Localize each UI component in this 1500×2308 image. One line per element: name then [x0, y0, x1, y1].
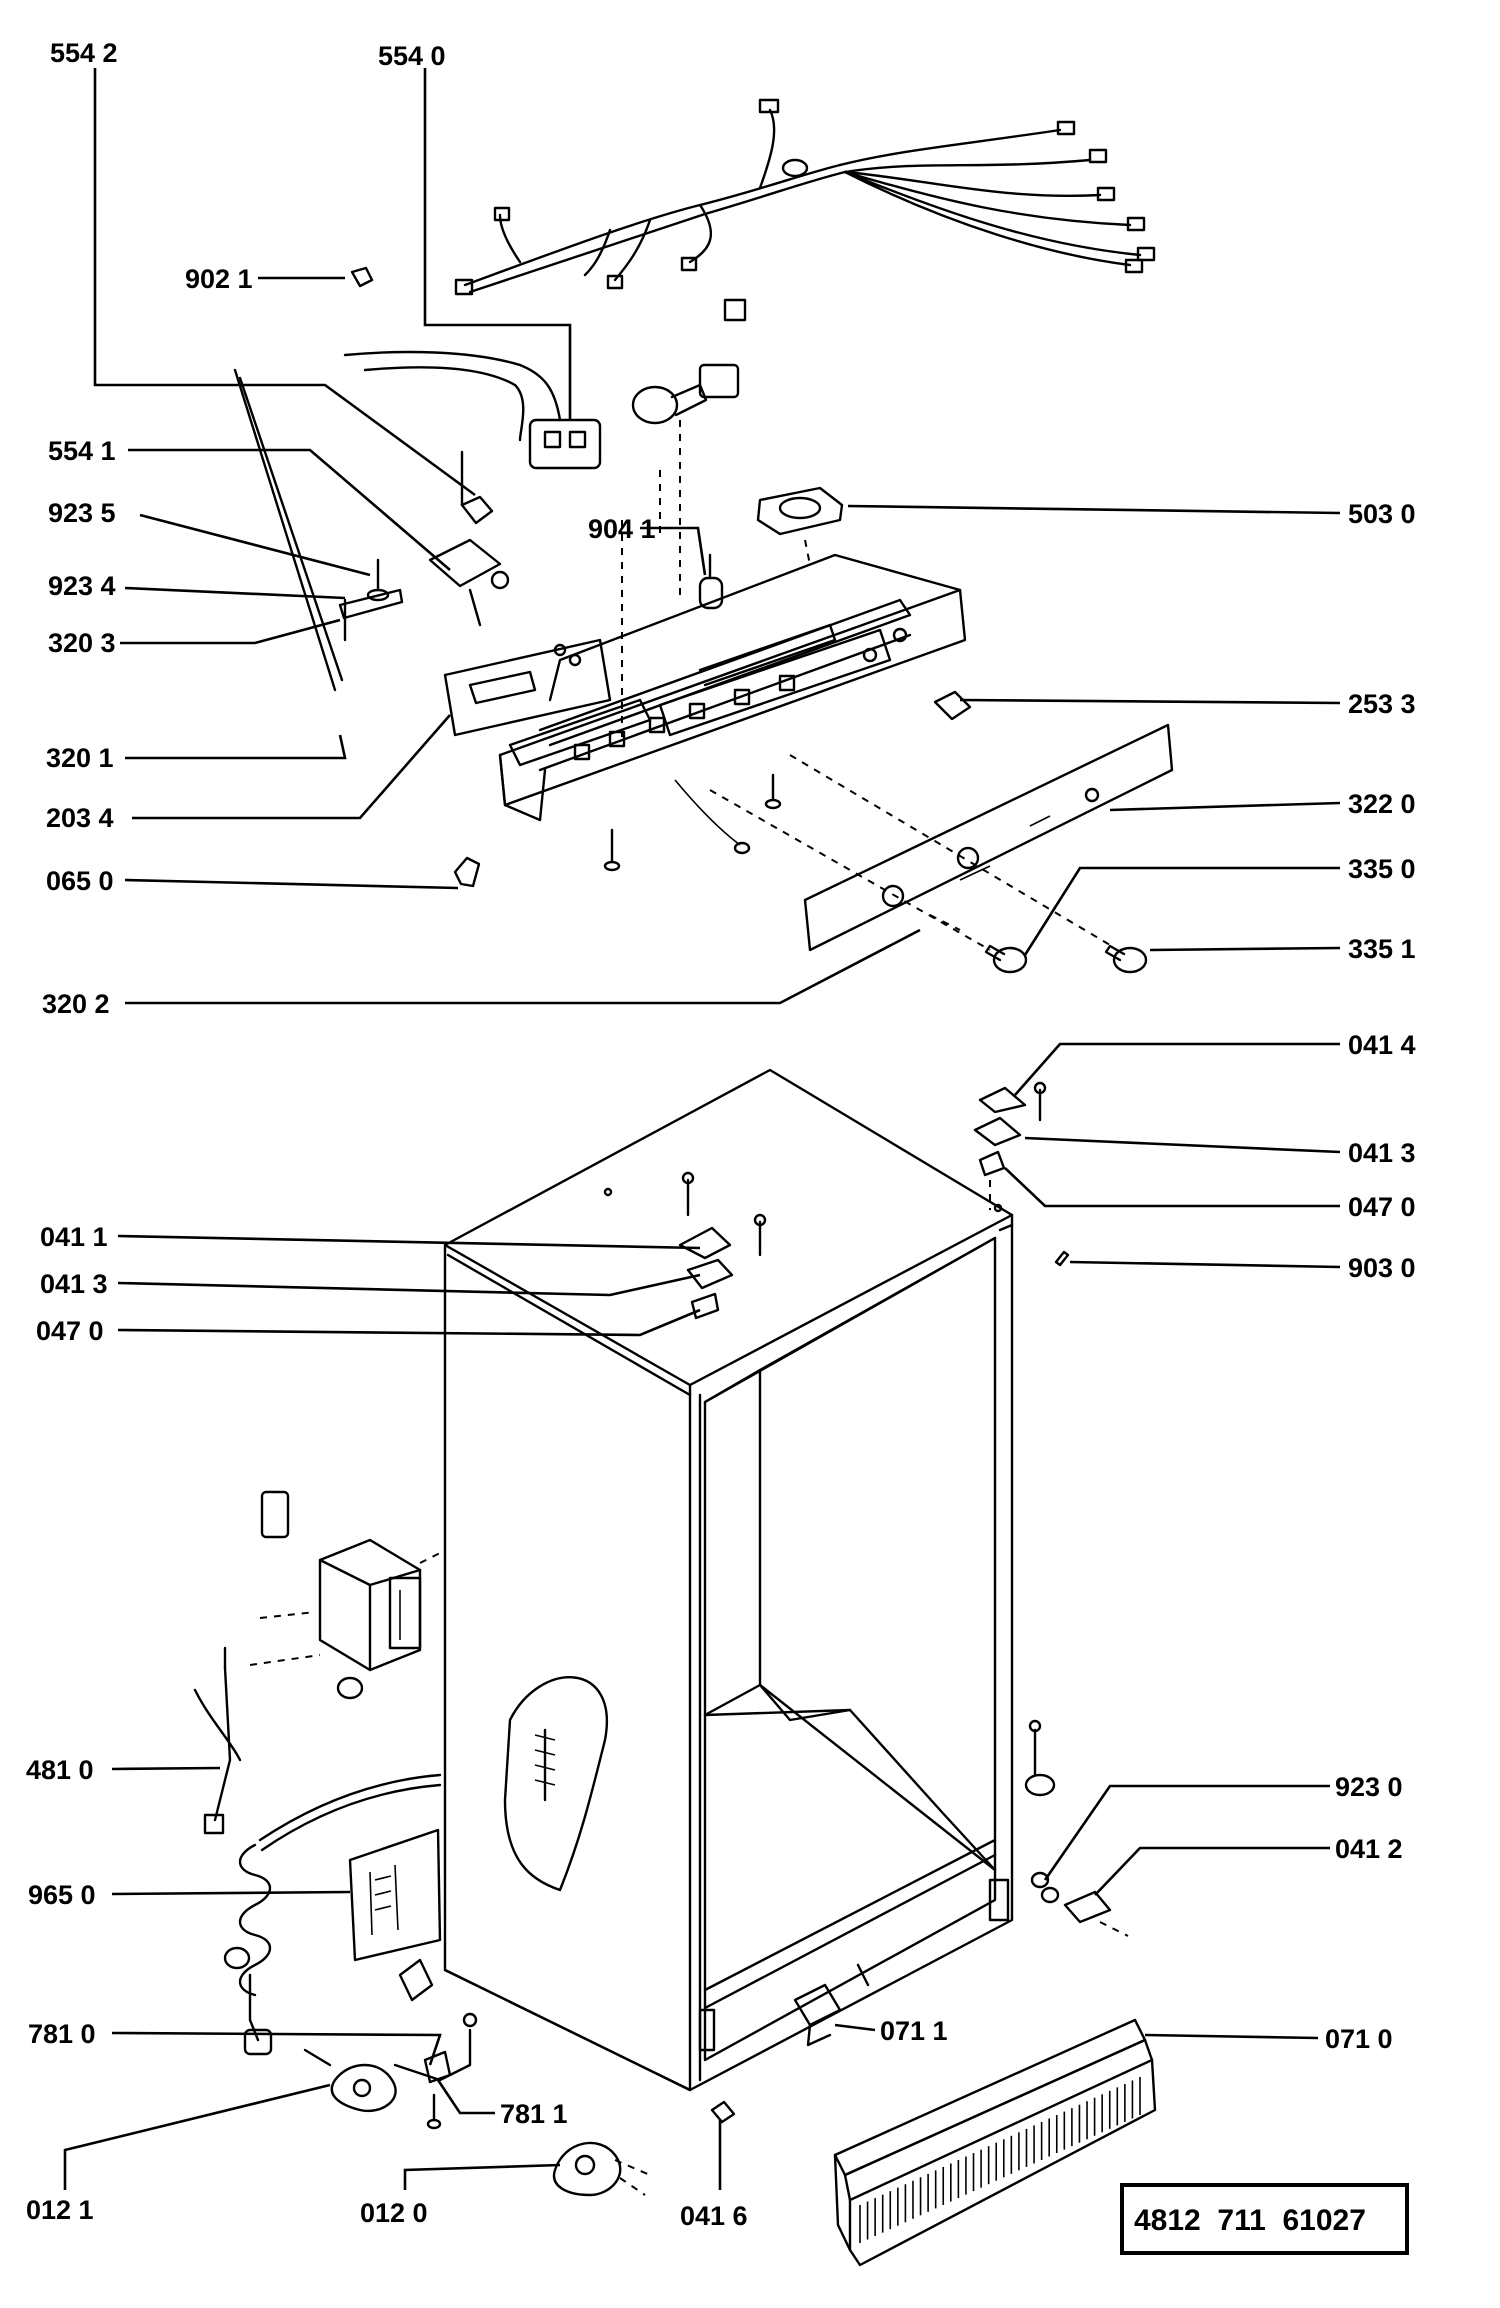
part-terminal-block [260, 1490, 290, 1539]
dash-3202 [929, 914, 961, 931]
label-4810: 481 0 [26, 1755, 94, 1785]
label-9030: 903 0 [1348, 1253, 1416, 1283]
label-0650: 065 0 [46, 866, 114, 896]
part-9650-cord [223, 1773, 442, 2056]
label-0121: 012 1 [26, 2195, 94, 2225]
part-lamp-socket [631, 363, 740, 600]
label-9235: 923 5 [48, 498, 116, 528]
label-3220: 322 0 [1348, 789, 1416, 819]
housing-screws [603, 773, 782, 872]
label-9021: 902 1 [185, 264, 253, 294]
part-2533-clip [933, 690, 972, 721]
label-0411: 041 1 [40, 1222, 108, 1252]
label-3350: 335 0 [1348, 854, 1416, 884]
label-9650: 965 0 [28, 1880, 96, 1910]
label-0412: 041 2 [1335, 1834, 1403, 1864]
label-7811: 781 1 [500, 2099, 568, 2129]
part-3201-rod [238, 376, 344, 682]
part-cabinet [443, 1068, 1014, 2092]
label-5540: 554 0 [378, 41, 446, 71]
reference-box [1120, 2183, 1409, 2255]
part-3203-rod [233, 368, 337, 692]
label-0414: 041 4 [1348, 1030, 1416, 1060]
part-0710-grille [833, 2018, 1157, 2267]
label-2034: 203 4 [46, 803, 114, 833]
part-control-housing [498, 470, 967, 822]
label-2533: 253 3 [1348, 689, 1416, 719]
part-0120-motor [552, 2141, 651, 2197]
label-0470-right: 047 0 [1348, 1192, 1416, 1222]
label-9230: 923 0 [1335, 1772, 1403, 1802]
part-5541-switch [428, 450, 510, 627]
grille-slots [859, 2077, 1141, 2243]
part-5030-relay [756, 486, 844, 566]
label-0711: 071 1 [880, 2016, 948, 2046]
part-starter-box [249, 1538, 441, 1700]
hinge-bottom-right [1024, 1719, 1129, 1937]
label-3203: 320 3 [48, 628, 116, 658]
label-0413-right: 041 3 [1348, 1138, 1416, 1168]
leader-lines [63, 68, 1341, 2190]
part-7810-tube [393, 2012, 478, 2082]
wiring-harness [454, 98, 1156, 296]
hinge-top-right [973, 1081, 1047, 1210]
hinge-top-left [678, 1171, 767, 1320]
part-bracket-left [398, 1958, 434, 2002]
label-0413-left: 041 3 [40, 1269, 108, 1299]
part-9030-pin [1054, 1250, 1070, 1267]
part-3351-knob [789, 754, 1148, 974]
label-0470-left: 047 0 [36, 1316, 104, 1346]
part-9021-clip [350, 266, 374, 288]
label-9041: 904 1 [588, 514, 656, 544]
label-3351: 335 1 [1348, 934, 1416, 964]
part-4810-cable [193, 1646, 242, 1835]
label-0416: 041 6 [680, 2201, 748, 2231]
label-5542: 554 2 [50, 38, 118, 68]
label-7810: 781 0 [28, 2019, 96, 2049]
part-3350-knob [709, 789, 1028, 974]
part-3220-panel [803, 723, 1174, 952]
label-5541: 554 1 [48, 436, 116, 466]
part-7811-clip [423, 2050, 452, 2130]
part-0711-bracket [793, 1963, 870, 2047]
part-9235-screw [366, 558, 390, 602]
part-0416-clip [710, 2100, 736, 2124]
label-3201: 320 1 [46, 743, 114, 773]
reference-number: 4812 711 61027 [1134, 2204, 1366, 2237]
part-2034-plate [443, 638, 612, 737]
part-small-connector [723, 298, 747, 322]
label-3202: 320 2 [42, 989, 110, 1019]
label-5030: 503 0 [1348, 499, 1416, 529]
label-9234: 923 4 [48, 571, 116, 601]
label-0710: 071 0 [1325, 2024, 1393, 2054]
part-0121-motor [303, 2048, 397, 2113]
label-0120: 012 0 [360, 2198, 428, 2228]
part-0650-clip [453, 856, 481, 888]
part-5540-connector [343, 350, 602, 470]
part-9234-bracket [338, 588, 404, 642]
